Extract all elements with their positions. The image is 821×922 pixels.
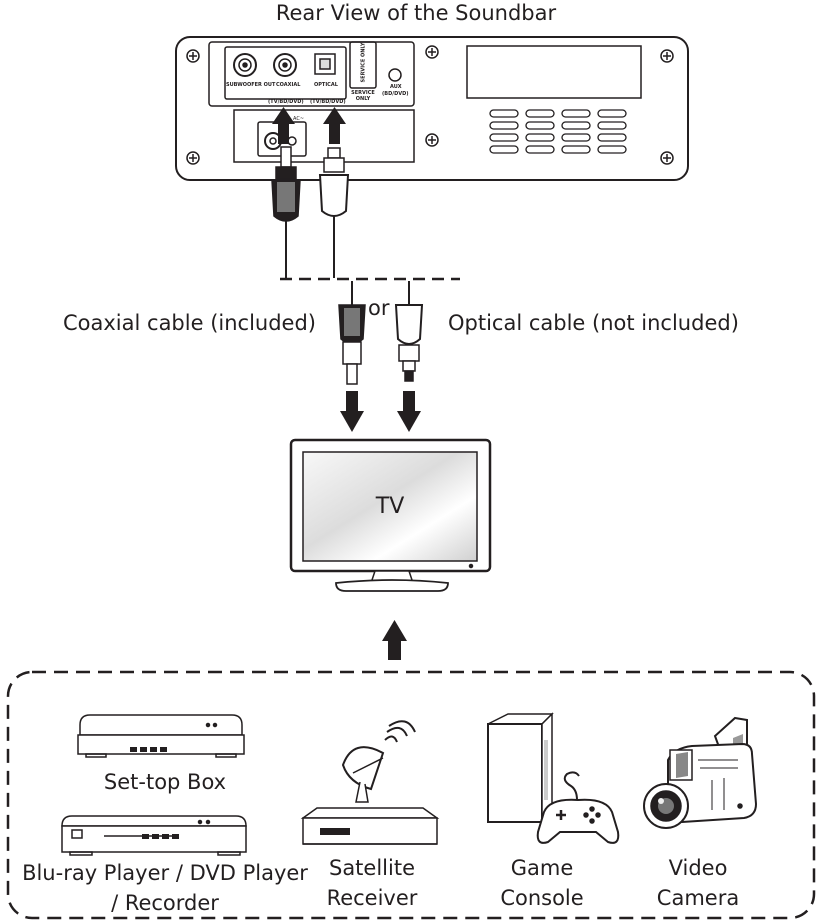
coaxial-cable-label: Coaxial cable (included): [63, 311, 316, 335]
game-label-line2: Console: [500, 886, 584, 910]
optical-cable-label: Optical cable (not included): [448, 311, 739, 335]
optical-jack-icon: [314, 53, 336, 75]
soundbar-rear-panel: [175, 36, 689, 181]
diagram-title: Rear View of the Soundbar: [275, 1, 557, 25]
camera-label-line1: Video: [668, 856, 728, 880]
aux-label: AUX: [390, 84, 402, 90]
satellite-dish-icon: [341, 720, 416, 803]
optical-port-sublabel: (TV/BD/DVD): [310, 99, 346, 105]
coaxial-plug-icon: [338, 281, 366, 385]
or-label: or: [368, 296, 390, 320]
bluray-label-line1: Blu-ray Player / DVD Player: [22, 861, 308, 885]
satellite-receiver-icon: [300, 807, 440, 845]
aux-jack-icon: [388, 68, 402, 82]
service-only-label: SERVICE ONLY: [351, 90, 375, 102]
ac-power-label: AC~: [293, 116, 305, 122]
arrow-down-icon: [340, 391, 421, 432]
source-devices-container: [6, 670, 816, 920]
subwoofer-jack-icon: [233, 53, 257, 77]
game-label-line1: Game: [510, 856, 574, 880]
subwoofer-out-label: SUBWOOFER OUT: [226, 82, 276, 88]
optical-plug-icon: [318, 147, 350, 278]
satellite-label-line1: Satellite: [328, 856, 415, 880]
bluray-player-icon: [61, 815, 247, 856]
optical-plug-icon: [394, 281, 424, 382]
arrow-up-icon: [272, 107, 346, 144]
coaxial-port-sublabel: (TV/BD/DVD): [268, 99, 304, 105]
bluray-label-line2: / Recorder: [111, 891, 219, 915]
game-controller-icon: [536, 771, 620, 844]
game-console-icon: [487, 712, 554, 824]
optical-port-label: OPTICAL: [314, 82, 338, 88]
coaxial-port-label: COAXIAL: [276, 82, 301, 88]
screw-icon: [186, 45, 674, 165]
set-top-box-label: Set-top Box: [103, 770, 227, 794]
coaxial-jack-icon: [273, 53, 297, 77]
tv-icon: [289, 438, 492, 592]
coaxial-plug-icon: [271, 146, 301, 278]
camera-label-line2: Camera: [656, 886, 740, 910]
satellite-label-line2: Receiver: [326, 886, 418, 910]
vent-grille-icon: [489, 109, 627, 154]
set-top-box-icon: [77, 714, 245, 758]
tv-label: TV: [375, 494, 405, 519]
aux-sublabel: (BD/DVD): [382, 91, 409, 97]
service-only-vertical-label: SERVICE ONLY: [360, 42, 367, 83]
arrow-up-icon: [382, 620, 407, 660]
video-camera-icon: [643, 716, 758, 829]
